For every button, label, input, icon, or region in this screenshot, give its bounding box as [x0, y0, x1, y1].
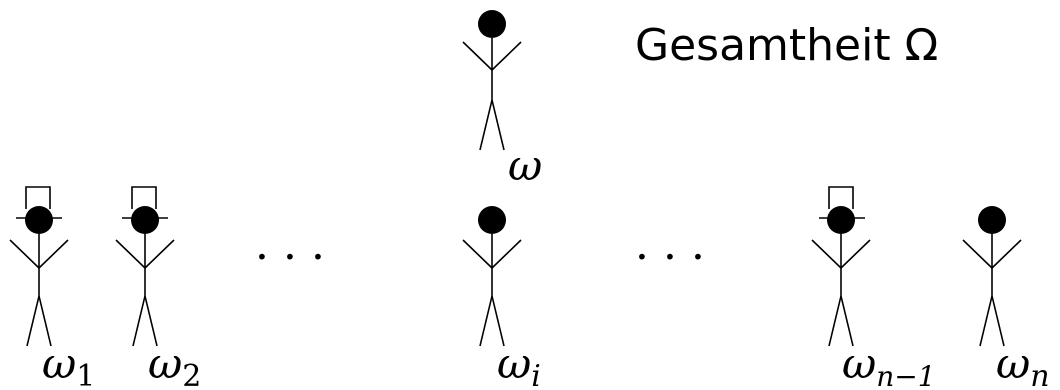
person-head	[25, 206, 53, 234]
person-omega-n: ωn	[962, 206, 1050, 390]
person-omega-1: ω1	[9, 186, 95, 390]
person-left-leg	[828, 295, 842, 347]
person-left-leg	[132, 295, 146, 347]
person-right-arm	[840, 239, 871, 269]
person-left-leg	[479, 99, 493, 151]
ellipsis-right: · · ·	[635, 232, 705, 283]
person-right-arm	[491, 41, 522, 71]
person-omega: ω	[462, 10, 542, 190]
person-left-arm	[9, 239, 40, 269]
person-left-arm	[462, 41, 493, 71]
ellipsis-left: · · ·	[255, 232, 325, 283]
person-omega-2: ω2	[115, 186, 201, 390]
person-left-leg	[26, 295, 40, 347]
person-left-arm	[462, 239, 493, 269]
person-right-arm	[991, 239, 1022, 269]
person-head	[978, 206, 1006, 234]
hat-icon	[131, 186, 157, 209]
label-omega-2: ω2	[148, 339, 201, 390]
person-head	[131, 206, 159, 234]
person-right-leg	[491, 99, 505, 151]
person-omega-i: ωi	[462, 206, 541, 390]
person-right-leg	[840, 295, 854, 347]
person-right-arm	[491, 239, 522, 269]
label-omega-1: ω1	[42, 339, 95, 390]
person-right-leg	[38, 295, 52, 347]
hat-icon	[25, 186, 51, 209]
person-right-leg	[144, 295, 158, 347]
person-omega-n-minus-1: ωn−1	[811, 186, 936, 390]
person-head	[478, 10, 506, 38]
person-left-leg	[979, 295, 993, 347]
person-head	[478, 206, 506, 234]
person-right-arm	[38, 239, 69, 269]
label-omega-n: ωn	[996, 339, 1050, 390]
population-title: Gesamtheit Ω	[635, 20, 938, 71]
person-left-leg	[479, 295, 493, 347]
person-left-arm	[962, 239, 993, 269]
person-head	[827, 206, 855, 234]
label-omega: ω	[508, 141, 542, 190]
person-left-arm	[811, 239, 842, 269]
person-right-arm	[144, 239, 175, 269]
person-right-leg	[991, 295, 1005, 347]
label-omega-n-minus-1: ωn−1	[842, 339, 936, 390]
person-left-arm	[115, 239, 146, 269]
person-right-leg	[491, 295, 505, 347]
hat-icon	[828, 186, 854, 209]
label-omega-i: ωi	[497, 339, 541, 390]
